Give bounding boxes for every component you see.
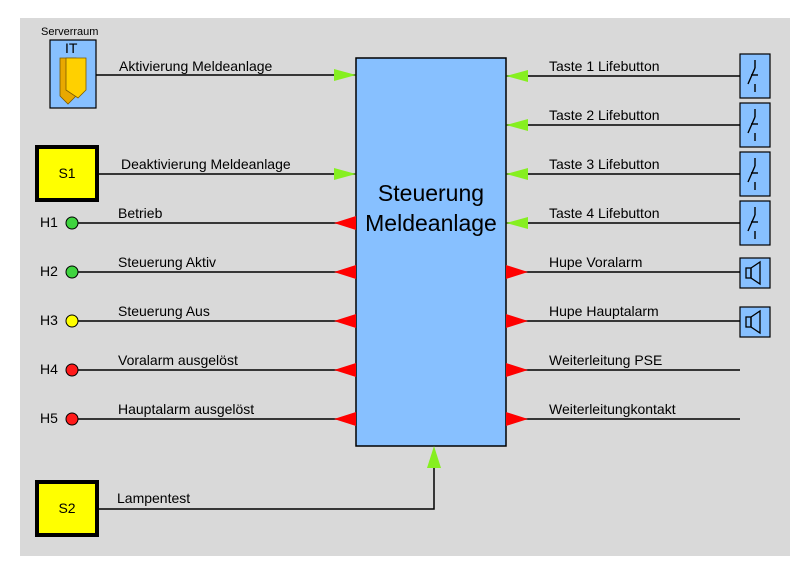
lamp-h5-id: H5 bbox=[40, 410, 58, 426]
arrow-out-hupe-voralarm bbox=[506, 265, 528, 279]
controller-title-line1: Steuerung bbox=[377, 180, 485, 206]
label-taste4: Taste 4 Lifebutton bbox=[549, 205, 660, 221]
label-hupe-hauptalarm: Hupe Hauptalarm bbox=[549, 303, 659, 319]
speaker-icon bbox=[745, 260, 761, 286]
speaker-icon bbox=[745, 309, 761, 335]
arrow-out-h3 bbox=[334, 314, 356, 328]
label-taste3: Taste 3 Lifebutton bbox=[549, 156, 660, 172]
arrow-out-pse bbox=[506, 363, 528, 377]
arrow-out-hupe-hauptalarm bbox=[506, 314, 528, 328]
controller-title: Steuerung Meldeanlage bbox=[356, 178, 506, 238]
serverraum-caption: Serverraum bbox=[41, 26, 99, 38]
arrow-in-taste3 bbox=[506, 168, 528, 180]
label-weiterleitung-pse: Weiterleitung PSE bbox=[549, 352, 663, 368]
arrow-out-h5 bbox=[334, 412, 356, 426]
lamp-h2 bbox=[65, 265, 79, 279]
it-label: IT bbox=[65, 40, 78, 56]
lamp-h3-id: H3 bbox=[40, 312, 58, 328]
arrow-out-h4 bbox=[334, 363, 356, 377]
arrow-in-aktivierung bbox=[334, 69, 356, 81]
label-aktivierung: Aktivierung Meldeanlage bbox=[119, 58, 273, 74]
lifebutton-4[interactable] bbox=[739, 200, 771, 246]
lamp-h3-label: Steuerung Aus bbox=[118, 303, 210, 319]
switch-contact-icon bbox=[747, 158, 758, 190]
switch-contact-icon bbox=[747, 207, 758, 239]
arrow-in-deaktivierung bbox=[334, 168, 356, 180]
arrow-out-h1 bbox=[334, 216, 356, 230]
arrow-out-kontakt bbox=[506, 412, 528, 426]
s1-label: S1 bbox=[58, 165, 76, 181]
wire-lampentest bbox=[97, 466, 435, 510]
label-lampentest: Lampentest bbox=[117, 490, 191, 506]
lamp-h3 bbox=[65, 314, 79, 328]
switch-contact-icon bbox=[747, 60, 758, 92]
lamp-h4-label: Voralarm ausgelöst bbox=[118, 352, 238, 368]
lamp-h2-id: H2 bbox=[40, 263, 58, 279]
folder-icon bbox=[59, 57, 87, 105]
lamp-h4 bbox=[65, 363, 79, 377]
lamp-h5 bbox=[65, 412, 79, 426]
arrow-in-taste2 bbox=[506, 119, 528, 131]
label-deaktivierung: Deaktivierung Meldeanlage bbox=[121, 156, 291, 172]
lamp-h4-id: H4 bbox=[40, 361, 58, 377]
switch-s2-box[interactable] bbox=[35, 480, 99, 537]
switch-s1-box[interactable] bbox=[35, 145, 99, 202]
arrow-in-lampentest bbox=[427, 446, 441, 468]
controller-box bbox=[355, 57, 507, 447]
lamp-h5-label: Hauptalarm ausgelöst bbox=[118, 401, 255, 417]
switch-contact-icon bbox=[747, 109, 758, 141]
lamp-h2-label: Steuerung Aktiv bbox=[118, 254, 217, 270]
horn-voralarm bbox=[739, 257, 771, 289]
lifebutton-3[interactable] bbox=[739, 151, 771, 197]
horn-hauptalarm bbox=[739, 306, 771, 338]
lifebutton-1[interactable] bbox=[739, 53, 771, 99]
label-hupe-voralarm: Hupe Voralarm bbox=[549, 254, 643, 270]
arrow-in-taste4 bbox=[506, 217, 528, 229]
arrow-in-taste1 bbox=[506, 70, 528, 82]
label-taste1: Taste 1 Lifebutton bbox=[549, 58, 660, 74]
label-taste2: Taste 2 Lifebutton bbox=[549, 107, 660, 123]
arrow-out-h2 bbox=[334, 265, 356, 279]
lamp-h1-label: Betrieb bbox=[118, 205, 163, 221]
lamp-h1-id: H1 bbox=[40, 214, 58, 230]
controller-title-line2: Meldeanlage bbox=[365, 210, 497, 236]
label-weiterleitungkontakt: Weiterleitungkontakt bbox=[549, 401, 676, 417]
s2-label: S2 bbox=[58, 500, 76, 516]
lamp-h1 bbox=[65, 216, 79, 230]
lifebutton-2[interactable] bbox=[739, 102, 771, 148]
